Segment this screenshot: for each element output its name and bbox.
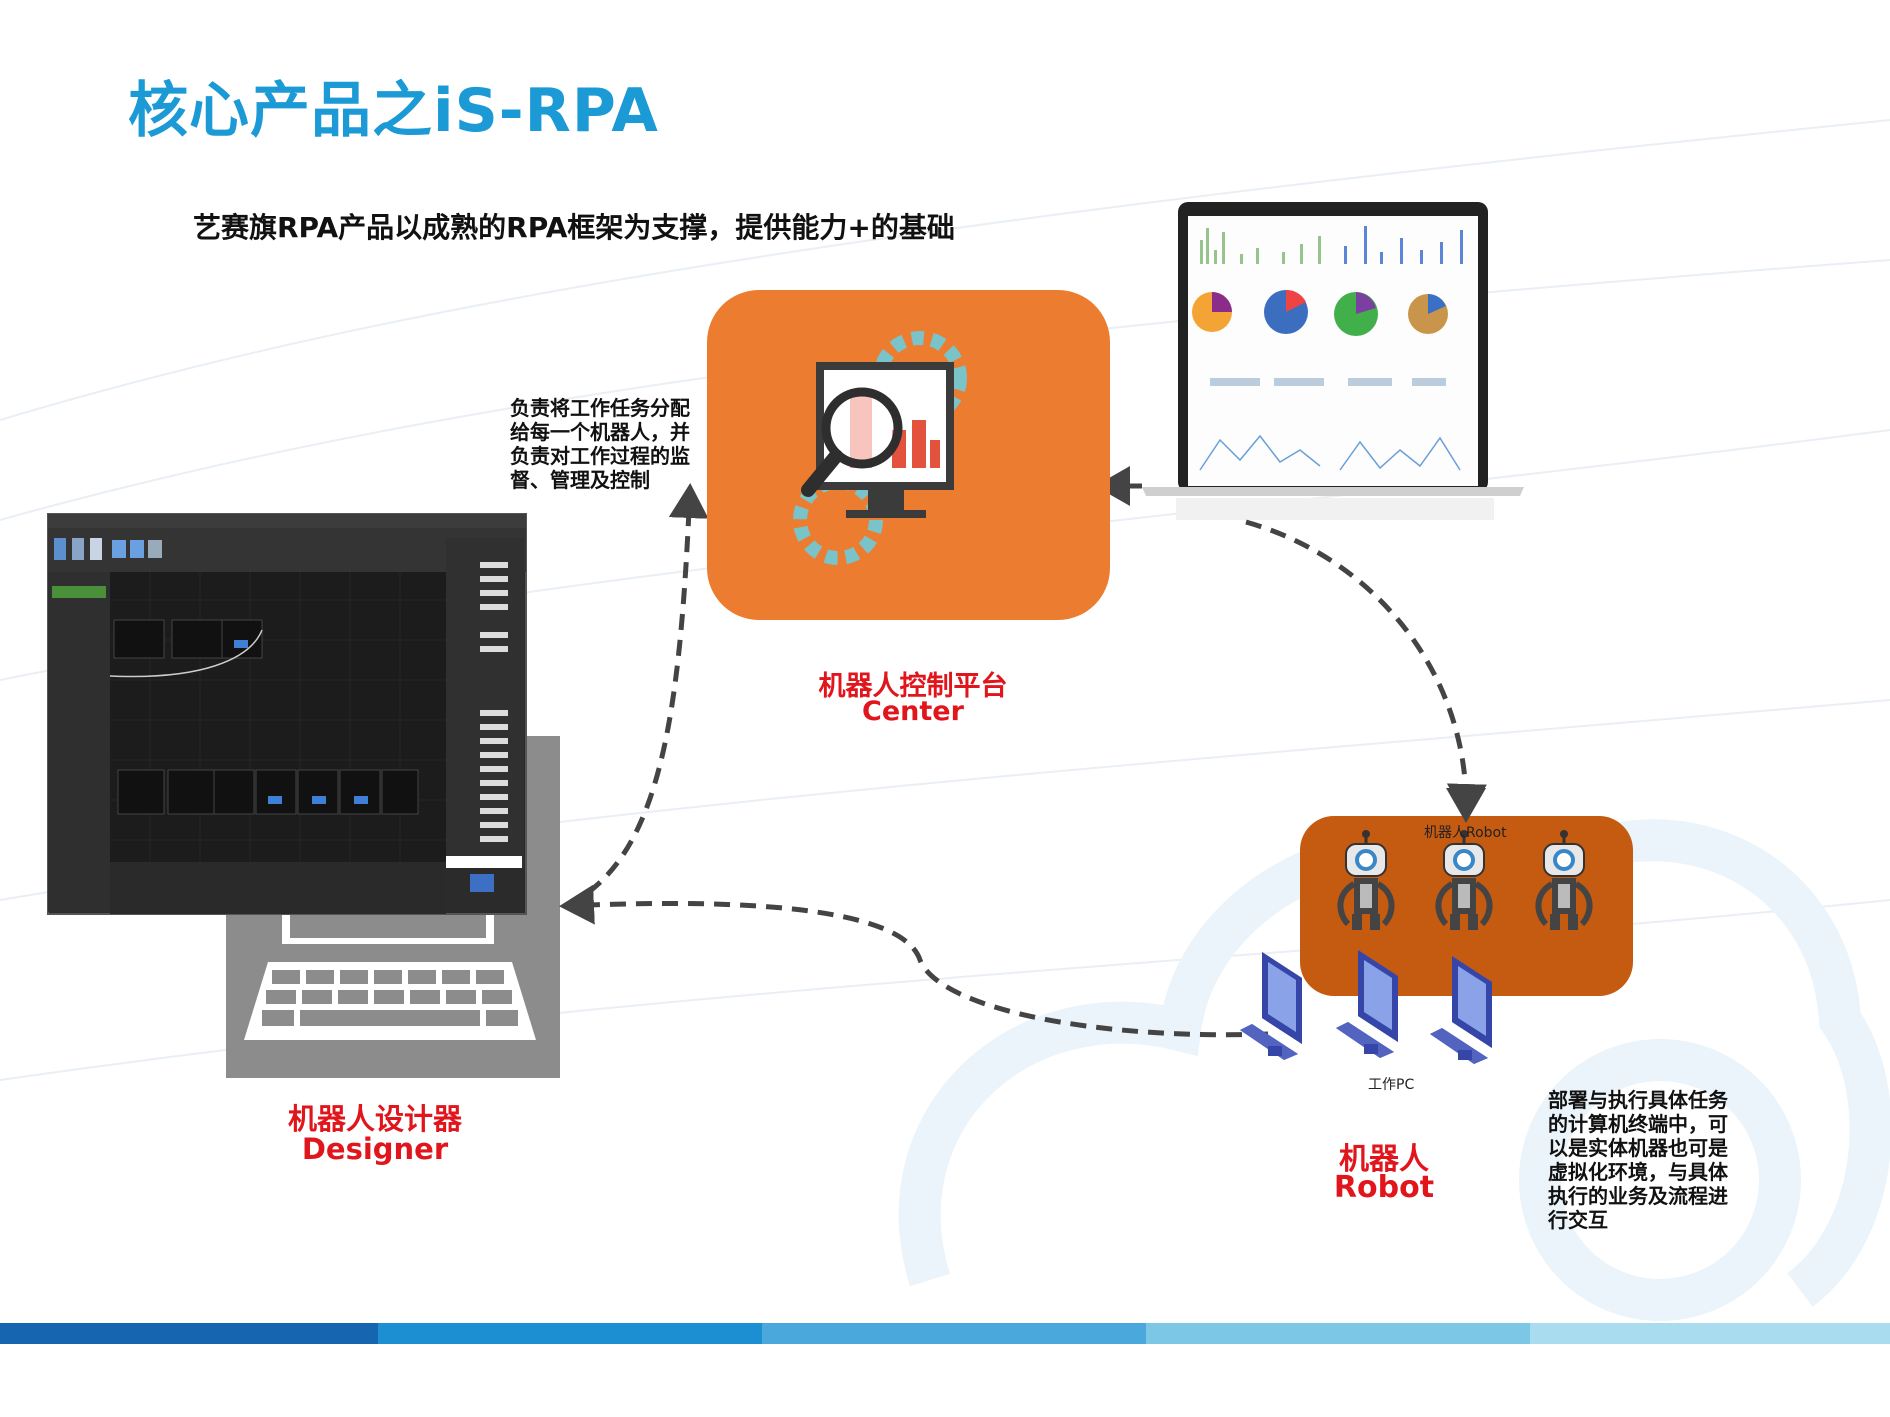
page-title: 核心产品之iS-RPA [128, 76, 659, 146]
designer-label-cn: 机器人设计器 [287, 1102, 462, 1136]
designer-screenshot [47, 513, 527, 915]
center-description: 负责将工作任务分配给每一个机器人，并负责对工作过程的监督、管理及控制 [510, 396, 690, 492]
robot-panel-label: 机器人Robot [1424, 825, 1507, 841]
robot-label-en: Robot [1333, 1170, 1435, 1205]
arrow-center-to-robot [1245, 519, 1487, 819]
monitor-chart-icon-overlay [793, 331, 967, 565]
work-pc-label: 工作PC [1368, 1077, 1415, 1093]
center-label-en: Center [862, 696, 964, 727]
bottom-bar [0, 1323, 1890, 1344]
center-label-cn: 机器人控制平台 [818, 671, 1008, 702]
robot-icon [1535, 830, 1593, 930]
dashboard-laptop [1142, 202, 1524, 520]
robot-icons [1337, 830, 1593, 930]
robot-label-cn: 机器人 [1339, 1142, 1429, 1177]
work-pc-icons-overlay [1240, 950, 1492, 1064]
robot-description: 部署与执行具体任务的计算机终端中，可以是实体机器也可是虚拟化环境，与具体执行的业… [1548, 1088, 1728, 1232]
arrow-designer-to-center [564, 483, 709, 909]
designer-label-en: Designer [301, 1132, 449, 1166]
robot-icon [1435, 830, 1493, 930]
arrow-robot-to-designer [559, 884, 1269, 1038]
page-subtitle: 艺赛旗RPA产品以成熟的RPA框架为支撑，提供能力+的基础 [193, 211, 955, 244]
robot-icon [1337, 830, 1395, 930]
